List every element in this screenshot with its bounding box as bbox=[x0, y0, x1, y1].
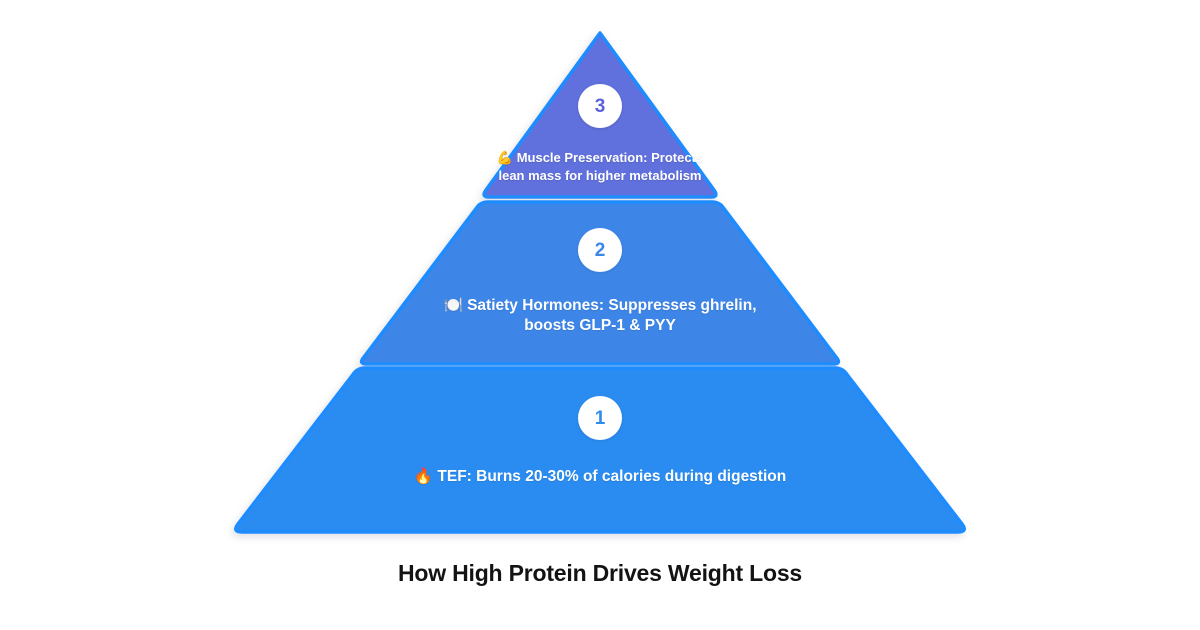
tier-1-rank-badge: 1 bbox=[578, 396, 622, 440]
chart-title: How High Protein Drives Weight Loss bbox=[397, 560, 803, 586]
pyramid-tier-1[interactable]: 1 🔥 TEF: Burns 20-30% of calories during… bbox=[234, 396, 966, 487]
pyramid-tier-1-shape[interactable] bbox=[234, 366, 966, 534]
tier-2-label: 🍽️ Satiety Hormones: Suppresses ghrelin,… bbox=[435, 296, 765, 336]
pyramid-shapes bbox=[234, 31, 966, 534]
pyramid-chart: 3 💪 Muscle Preservation: Protects lean m… bbox=[234, 31, 966, 534]
plate-with-cutlery-icon: 🍽️ bbox=[443, 296, 463, 314]
tier-2-label-text: Satiety Hormones: Suppresses ghrelin, bo… bbox=[467, 297, 757, 334]
fire-icon: 🔥 bbox=[413, 467, 434, 485]
pyramid-tier-2[interactable]: 2 🍽️ Satiety Hormones: Suppresses ghreli… bbox=[360, 228, 840, 336]
tier-1-label-text: TEF: Burns 20-30% of calories during dig… bbox=[437, 468, 787, 485]
tier-3-label-text: Muscle Preservation: Protects lean mass … bbox=[498, 150, 704, 183]
tier-3-rank-badge: 3 bbox=[578, 84, 622, 128]
tier-3-label: 💪 Muscle Preservation: Protects lean mas… bbox=[495, 150, 705, 184]
pyramid-tier-3[interactable]: 3 💪 Muscle Preservation: Protects lean m… bbox=[484, 84, 716, 184]
tier-2-rank-badge: 2 bbox=[578, 228, 622, 272]
tier-1-label: 🔥 TEF: Burns 20-30% of calories during d… bbox=[300, 467, 900, 487]
flexed-biceps-icon: 💪 bbox=[496, 151, 514, 166]
pyramid-tier-2-shape[interactable] bbox=[359, 200, 841, 366]
